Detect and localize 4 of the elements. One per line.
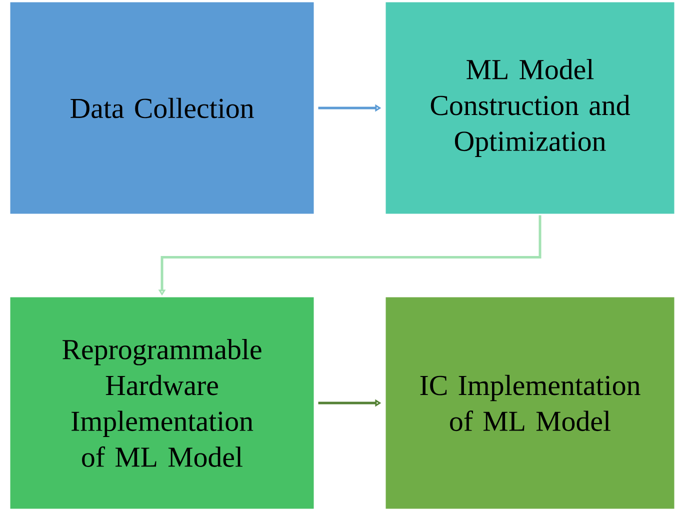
process-box: Reprogrammable Hardware Implementation of ML Model [8, 296, 316, 510]
process-box: Data Collection [8, 0, 316, 216]
process-box: IC Implementation of ML Model [384, 296, 676, 510]
process-box: ML Model Construction and Optimization [384, 0, 676, 216]
